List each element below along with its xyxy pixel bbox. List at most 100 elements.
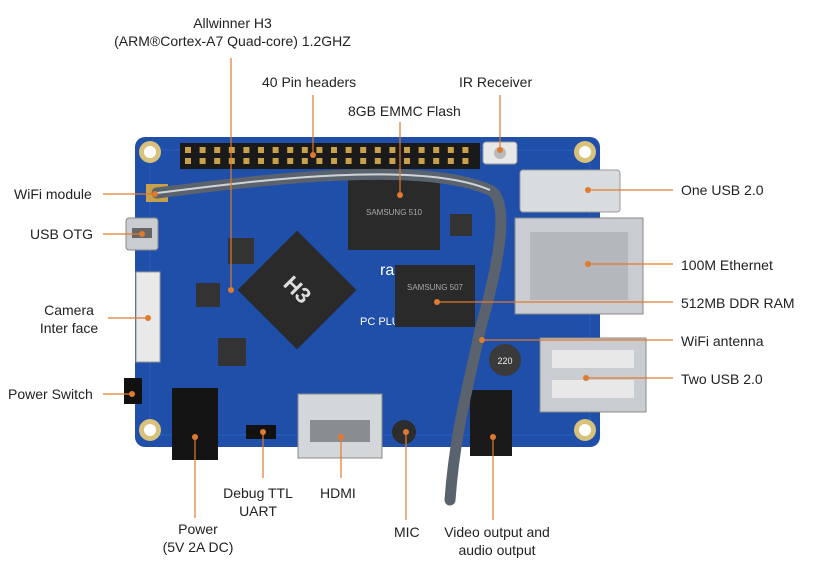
emmc-chip: SAMSUNG 510 [348,178,440,250]
header-pin [243,147,250,153]
header-pin [462,147,469,153]
header-pin [199,158,206,164]
header-pin [258,158,264,164]
inductor [196,283,220,307]
mounting-holes [139,141,596,441]
label-pin-headers-text: 40 Pin headers [262,74,357,90]
header-pin [272,158,279,164]
header-pin [228,158,235,164]
label-debug-uart-line1: Debug TTL [223,485,293,501]
header-pin [360,158,367,164]
header-pin [243,158,250,164]
header-pin [214,158,221,164]
usb-single-port [519,169,621,213]
header-pin [374,158,381,164]
label-camera-line2: Inter face [39,320,99,336]
emmc-chip-text: SAMSUNG 510 [366,208,423,217]
leader-lines [103,58,673,520]
label-power-line2: (5V 2A DC) [162,539,234,555]
header-pin [374,147,381,153]
header-pin [418,147,425,153]
header-pin [214,147,221,153]
wifi-antenna-wire [156,173,491,194]
inductor [450,214,472,236]
label-mic: MIC [394,523,420,541]
header-pin [287,147,294,153]
header-pin [185,158,191,164]
header-pin [331,147,337,153]
pcb-board [135,137,600,447]
label-video-audio: Video output and audio output [432,523,562,559]
label-debug-uart: Debug TTL UART [208,484,308,520]
header-pin [345,158,352,164]
header-pin [462,158,469,164]
label-camera-line1: Camera [44,302,94,318]
header-pin [418,158,425,164]
header-pin [316,147,323,153]
header-pin [433,147,440,153]
soc-chip: H3 [237,230,357,350]
label-two-usb: Two USB 2.0 [681,370,763,388]
header-pin [404,147,410,153]
label-power-line1: Power [178,521,218,537]
label-allwinner-line2: (ARM®Cortex-A7 Quad-core) 1.2GHZ [114,33,351,49]
label-wifi-module-text: WiFi module [14,186,92,202]
label-allwinner: Allwinner H3 (ARM®Cortex-A7 Quad-core) 1… [100,14,365,50]
label-debug-uart-line2: UART [239,503,277,519]
label-power-switch: Power Switch [8,385,93,403]
header-pin [389,158,396,164]
label-video-audio-line2: audio output [458,542,536,558]
label-usb-otg-text: USB OTG [30,226,94,242]
header-pin [301,158,308,164]
label-emmc-flash: 8GB EMMC Flash [348,102,461,120]
label-ddr-ram: 512MB DDR RAM [681,294,795,312]
header-pin [331,158,337,164]
header-pin [287,158,294,164]
label-pin-headers: 40 Pin headers [262,73,356,91]
label-video-audio-line1: Video output and [444,524,550,540]
header-pin [360,147,367,153]
av-jack [470,390,512,456]
header-pin [301,147,308,153]
label-hdmi-text: HDMI [320,485,356,501]
capacitor-text: 220 [497,356,512,366]
header-pin [404,158,410,164]
label-power-switch-text: Power Switch [8,386,93,402]
ddr-ram-chip: SAMSUNG 507 [395,265,475,327]
label-ethernet: 100M Ethernet [681,256,773,274]
label-usb-otg: USB OTG [30,225,93,243]
label-one-usb: One USB 2.0 [681,181,764,199]
label-ddr-ram-text: 512MB DDR RAM [681,295,795,311]
label-allwinner-line1: Allwinner H3 [193,15,272,31]
label-hdmi: HDMI [320,484,356,502]
leader-dots [129,147,591,440]
header-pin [447,158,454,164]
inductor [218,338,246,366]
header-pin [199,147,206,153]
header-pin [345,147,352,153]
inductor [228,238,254,264]
header-pin [272,147,279,153]
header-pin [185,147,191,153]
label-wifi-antenna: WiFi antenna [681,332,763,350]
label-camera: Camera Inter face [28,301,110,337]
label-power: Power (5V 2A DC) [148,520,248,556]
power-switch-part [124,378,142,404]
label-mic-text: MIC [394,524,420,540]
capacitor: 220 [489,344,521,376]
label-ir-receiver: IR Receiver [459,73,532,91]
header-pin [433,158,440,164]
label-wifi-module: WiFi module [14,185,92,203]
label-one-usb-text: One USB 2.0 [681,182,764,198]
label-two-usb-text: Two USB 2.0 [681,371,763,387]
header-pin [316,158,323,164]
usb-double-port [539,337,647,413]
label-wifi-antenna-text: WiFi antenna [681,333,764,349]
pin-header-40 [180,143,480,169]
ram-chip-text: SAMSUNG 507 [407,283,464,292]
header-pin [258,147,264,153]
label-ir-receiver-text: IR Receiver [459,74,533,90]
label-emmc-flash-text: 8GB EMMC Flash [348,103,461,119]
header-pin [228,147,235,153]
